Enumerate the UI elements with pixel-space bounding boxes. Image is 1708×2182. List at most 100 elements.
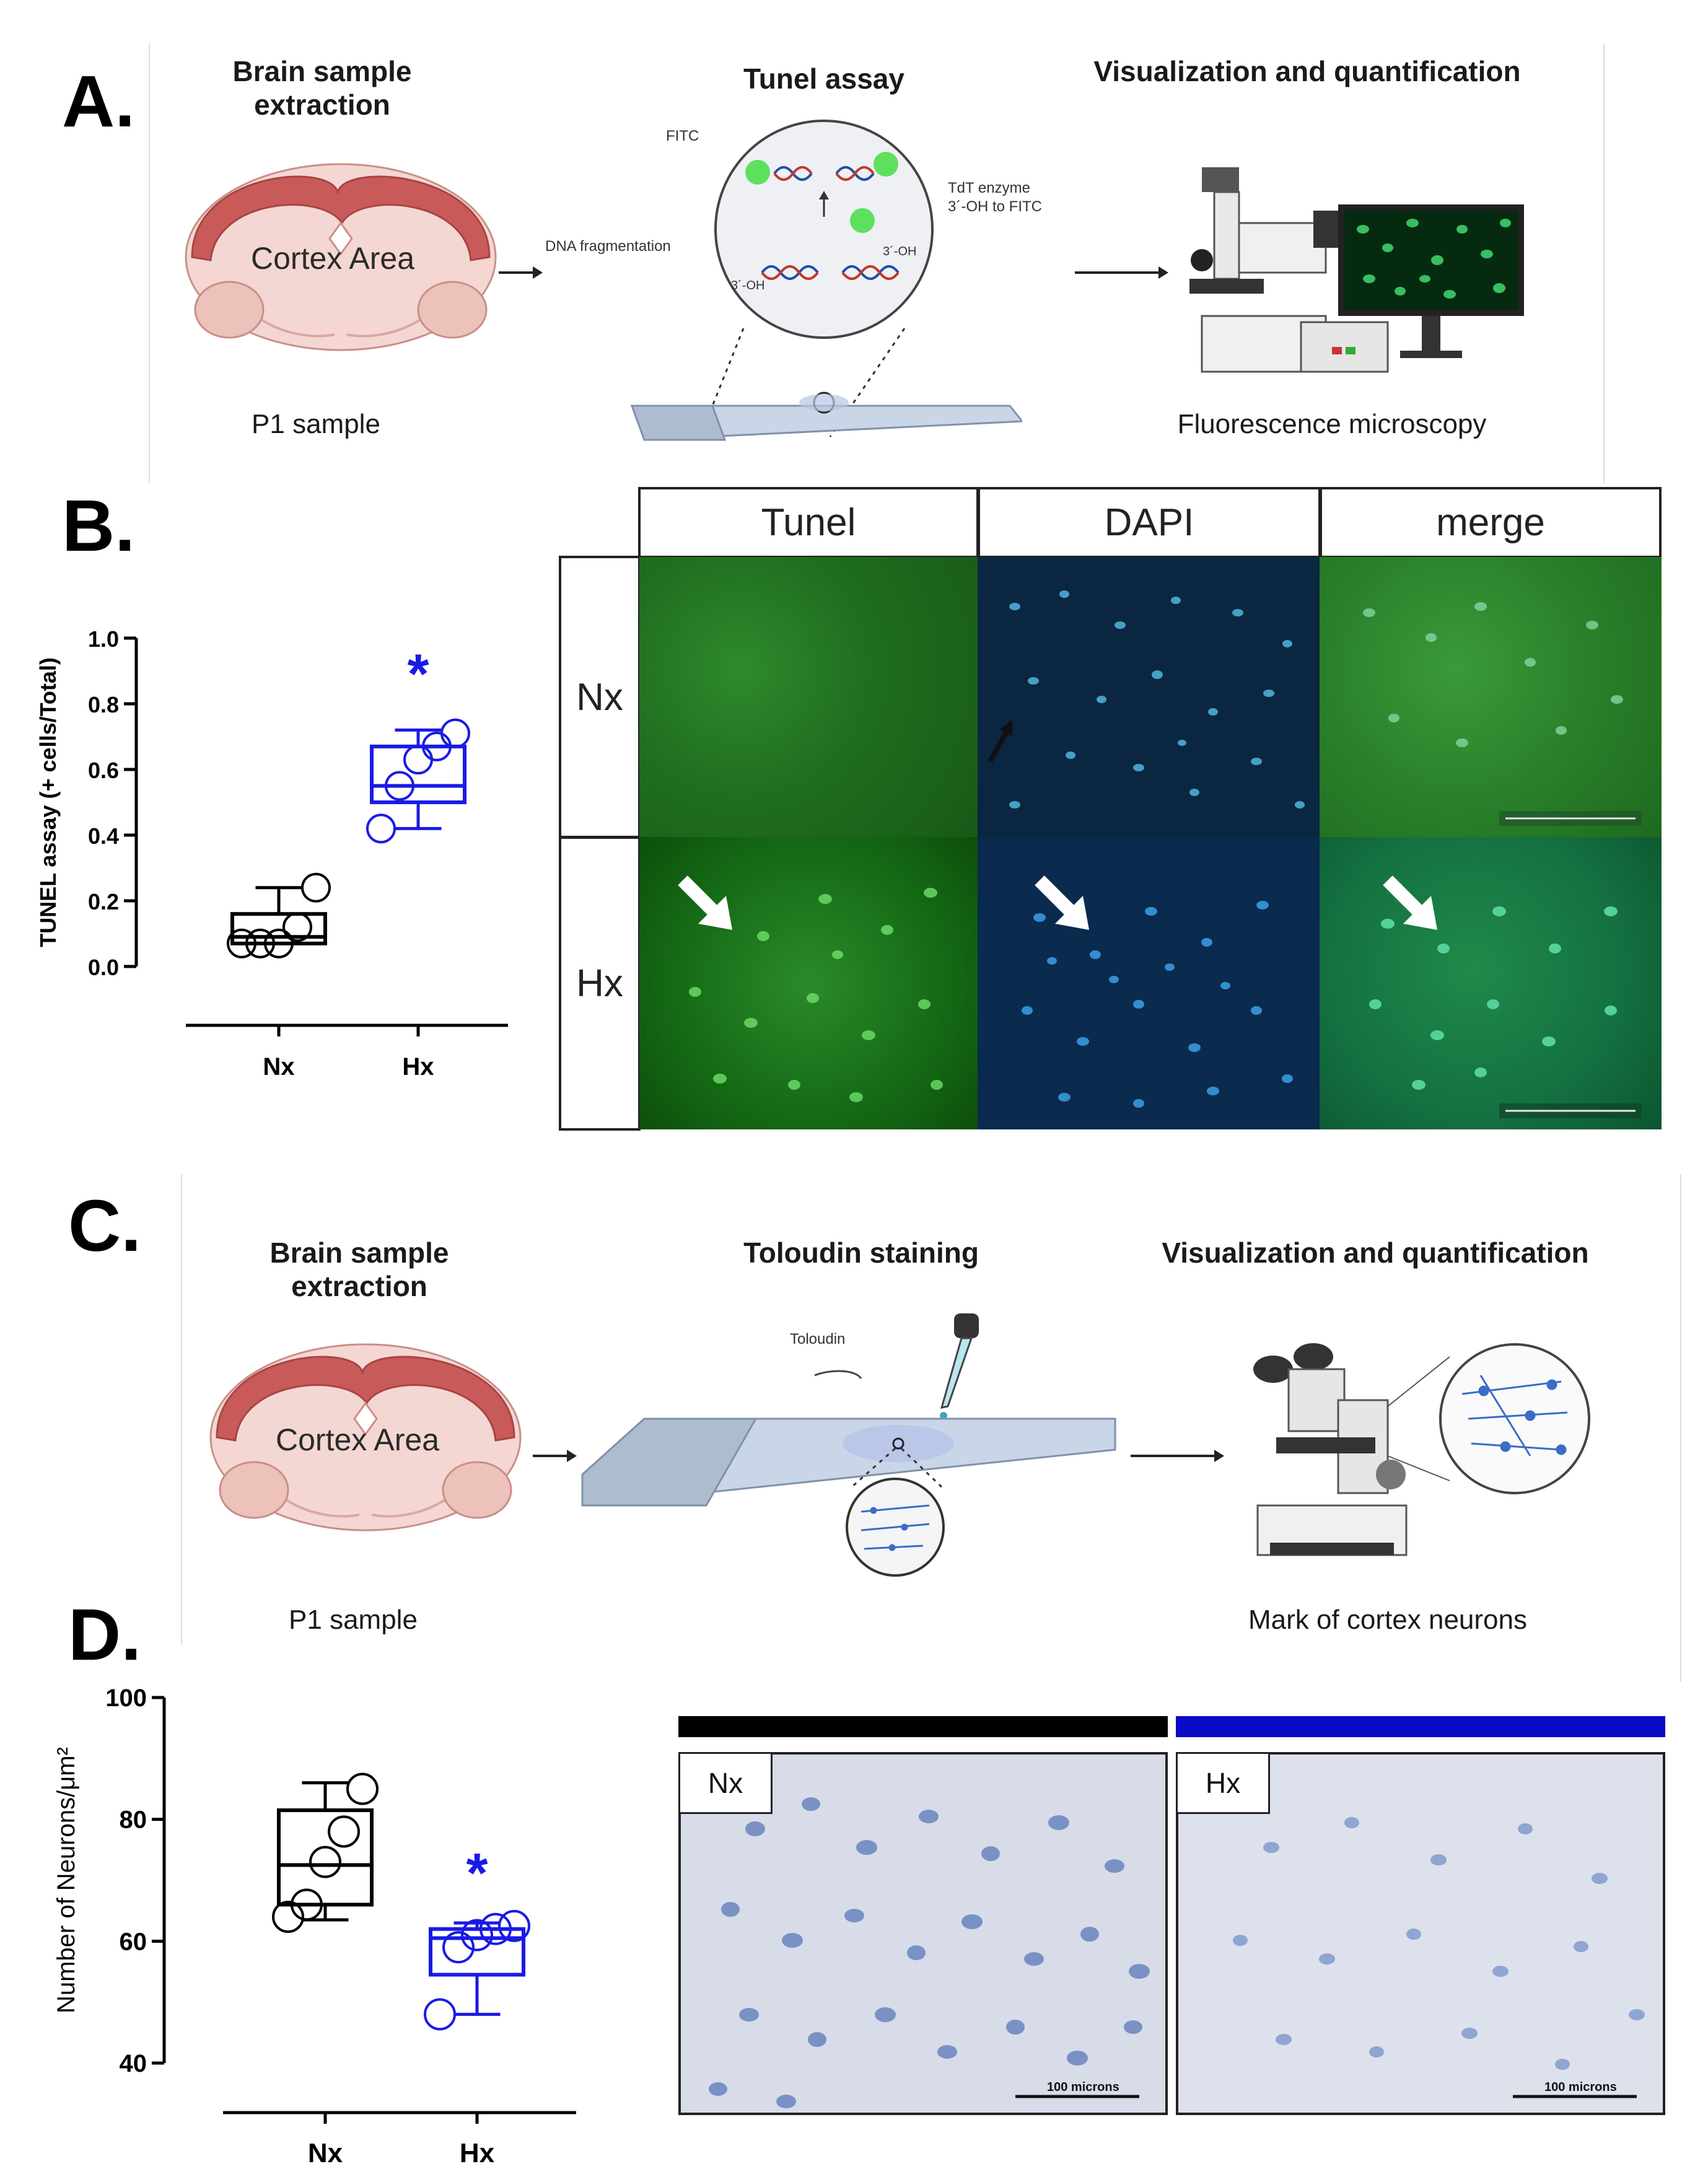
y-tick-label: 100 [105, 1685, 147, 1712]
data-point [461, 1919, 493, 1952]
box-nx [230, 912, 327, 945]
panel-c-left-divider [181, 1174, 182, 1645]
y-tick-label: 40 [120, 2050, 147, 2077]
y-tick-label: 80 [120, 1807, 147, 1834]
x-tick-label-nx: Nx [263, 1053, 294, 1080]
arrow-c1 [533, 1450, 577, 1462]
x-tick-label-hx: Hx [402, 1053, 434, 1080]
image-dapi-hx [978, 837, 1320, 1129]
image-tunel-nx [639, 557, 978, 837]
significance-asterisk: * [466, 1842, 488, 1904]
scale-label-nx: 100 microns [1047, 2080, 1119, 2094]
panel-a-label: A. [62, 61, 135, 142]
label-oh-right: 3´-OH [883, 245, 917, 258]
panel-a-step1-caption: P1 sample [252, 409, 380, 439]
dapi-hx-nuclei [1022, 875, 1293, 1108]
row-header-hx: Hx [559, 836, 641, 1131]
panel-c-step2-title: Toloudin staining [743, 1237, 979, 1269]
data-point [442, 1931, 475, 1964]
image-merge-nx [1320, 557, 1662, 837]
brain-label-c: Cortex Area [276, 1422, 440, 1457]
y-tick-label: 1.0 [88, 626, 119, 652]
panel-a-step3-title: Visualization and quantification [1093, 55, 1521, 87]
y-tick-label: 0.6 [88, 758, 119, 783]
y-axis-label: TUNEL assay (+ cells/Total) [35, 657, 61, 947]
data-point [309, 1846, 341, 1878]
data-point [328, 1815, 360, 1848]
significance-asterisk: * [407, 643, 429, 705]
data-point [227, 928, 256, 958]
data-point [291, 1888, 323, 1921]
toluidine-hx-neurons [1233, 1817, 1645, 2098]
y-tick-label: 0.2 [88, 889, 119, 914]
label-oh-left: 3´-OH [731, 279, 765, 292]
panel-c-step3-title: Visualization and quantification [1162, 1237, 1589, 1269]
tag-hx: Hx [1176, 1752, 1270, 1814]
tunel-hx-cells [678, 875, 943, 1102]
data-point [346, 1772, 379, 1805]
data-point [366, 813, 396, 844]
panel-a-step3-caption: Fluorescence microscopy [1177, 409, 1487, 439]
panel-c-step1-title: Brain sample extraction [269, 1237, 449, 1303]
box-hx [429, 1927, 525, 1977]
data-point [301, 872, 331, 903]
image-toluidine-nx [678, 1752, 1168, 2115]
brain-label-a: Cortex Area [251, 241, 415, 276]
brain-illustration-a [185, 163, 497, 351]
y-tick-label: 60 [120, 1928, 147, 1955]
col-header-dapi: DAPI [978, 487, 1321, 558]
data-point [498, 1909, 530, 1942]
dapi-nx-nuclei [988, 590, 1305, 808]
label-toloudin: Toloudin [790, 1331, 846, 1347]
panel-a-right-divider [1603, 43, 1605, 483]
tag-nx: Nx [678, 1752, 773, 1814]
col-header-merge: merge [1320, 487, 1662, 558]
x-tick-label-hx: Hx [460, 2138, 495, 2168]
toluidine-nx-neurons [709, 1797, 1150, 2108]
image-tunel-hx [639, 837, 978, 1129]
label-tdt-enzyme-line1: TdT enzyme [948, 180, 1030, 196]
x-tick-label-nx: Nx [308, 2138, 343, 2168]
fluorescence-microscope-illustration [1189, 167, 1524, 373]
data-point [245, 928, 275, 958]
arrow-c2 [1131, 1450, 1224, 1462]
tunel-assay-illustration [630, 120, 1022, 441]
toluidine-staining-illustration [581, 1313, 1116, 1577]
row-header-nx: Nx [559, 556, 641, 838]
y-tick-label: 0.4 [88, 823, 119, 849]
panel-c-step3-caption: Mark of cortex neurons [1248, 1605, 1527, 1635]
panel-a-step2-title: Tunel assay [743, 63, 904, 95]
data-point [424, 1998, 456, 2031]
brain-illustration-c [209, 1343, 522, 1531]
label-dna-fragmentation: DNA fragmentation [545, 238, 671, 255]
panel-c-label: C. [68, 1185, 141, 1267]
data-point [440, 718, 470, 748]
data-point [480, 1913, 512, 1945]
panel-a-left-divider [149, 43, 150, 483]
panel-c-step1-caption: P1 sample [289, 1605, 418, 1635]
scale-label-hx: 100 microns [1544, 2080, 1617, 2094]
nx-group-bar [678, 1716, 1168, 1737]
y-tick-label: 0.8 [88, 692, 119, 717]
brightfield-microscope-illustration [1253, 1343, 1590, 1556]
data-point [282, 912, 312, 942]
image-dapi-nx [978, 557, 1320, 837]
y-tick-label: 0.0 [88, 955, 119, 980]
image-merge-hx [1320, 837, 1662, 1129]
col-header-tunel: Tunel [638, 487, 979, 558]
data-point [272, 1901, 304, 1933]
data-point [264, 928, 294, 958]
hx-group-bar [1176, 1716, 1665, 1737]
panel-a-step1-title: Brain sample extraction [232, 55, 412, 121]
merge-nx-cells [1363, 602, 1642, 826]
panel-d-label: D. [68, 1594, 141, 1676]
arrow-a2 [1075, 266, 1168, 279]
panel-c-right-divider [1680, 1174, 1681, 1682]
label-tdt-enzyme-line2: 3´-OH to FITC [948, 198, 1043, 215]
box-nx [277, 1808, 374, 1907]
merge-hx-cells [1369, 875, 1642, 1118]
data-point [403, 745, 433, 775]
arrow-a1 [499, 266, 543, 279]
